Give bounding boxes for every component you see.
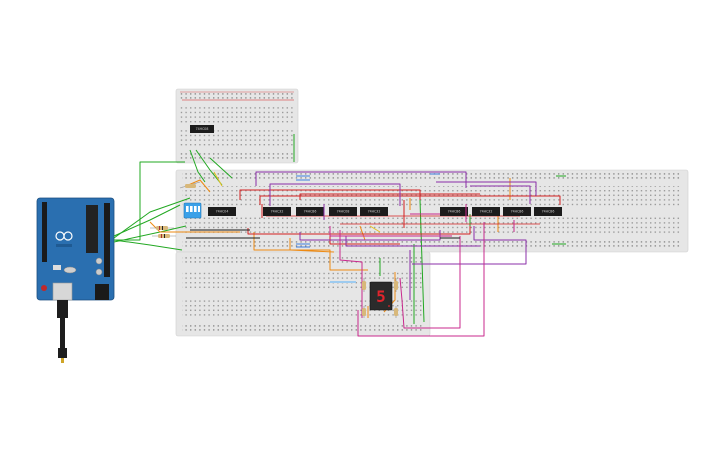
chip-label: 74HC86 xyxy=(542,210,555,214)
resistor[interactable] xyxy=(179,181,201,189)
usb-cable[interactable] xyxy=(57,300,68,363)
usb-port[interactable] xyxy=(52,282,73,301)
resistor[interactable] xyxy=(152,234,176,238)
resistor[interactable] xyxy=(394,306,398,318)
chip-label: 74HC86 xyxy=(511,210,524,214)
seven-segment-digit: 5 xyxy=(376,287,386,306)
ic-chip[interactable]: 74HC32 xyxy=(263,207,291,216)
power-jack[interactable] xyxy=(95,284,109,300)
atmega-chip xyxy=(86,205,98,253)
ic-chip[interactable]: 74HC86 xyxy=(296,207,324,216)
reset-button[interactable] xyxy=(41,285,47,291)
ic-chip[interactable]: 74HC86 xyxy=(534,207,562,216)
chip-label: 74HC86 xyxy=(304,210,317,214)
seven-segment-display[interactable]: 5 xyxy=(369,281,393,311)
chip-label: 74HC32 xyxy=(368,210,381,214)
chip-label: 74HC04 xyxy=(216,210,229,214)
breadboard-top[interactable] xyxy=(175,88,299,164)
resistor[interactable] xyxy=(362,278,366,292)
wires[interactable] xyxy=(113,99,566,337)
resistor[interactable] xyxy=(150,226,174,230)
chip-label: 74HC86 xyxy=(448,210,461,214)
resistors[interactable] xyxy=(150,181,398,318)
crystal-icon xyxy=(63,266,77,274)
dip-switch[interactable] xyxy=(183,202,202,219)
resistor[interactable] xyxy=(362,306,366,318)
ic-chip[interactable]: 74HC86 xyxy=(503,207,531,216)
chip-label: 74HC08 xyxy=(337,210,350,214)
chip-label: 74HC32 xyxy=(480,210,493,214)
chip-label: 74HC08 xyxy=(196,127,209,131)
ic-chip[interactable]: 74HC04 xyxy=(208,207,236,216)
chip-label: 74HC32 xyxy=(271,210,284,214)
ic-chip[interactable]: 74HC32 xyxy=(472,207,500,216)
arduino-uno-board[interactable] xyxy=(36,197,115,301)
ic-chip[interactable]: 74HC08 xyxy=(329,207,357,216)
resistor[interactable] xyxy=(394,278,398,292)
ic-chip[interactable]: 74HC86 xyxy=(440,207,468,216)
ic-chip[interactable]: 74HC32 xyxy=(360,207,388,216)
ic-chip[interactable]: 74HC08 xyxy=(190,125,214,133)
arduino-logo-icon xyxy=(55,231,73,241)
